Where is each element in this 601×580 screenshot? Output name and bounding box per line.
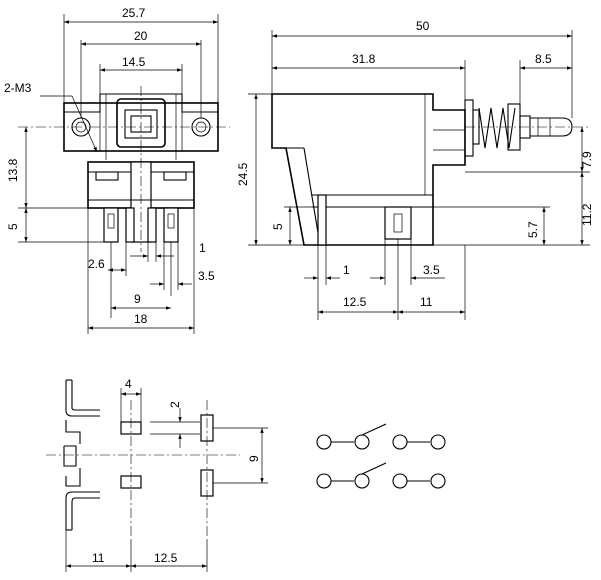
pcb-dimensions: 4 2 9 11 12.5 (65, 377, 268, 572)
dim-terminal-offset: 5.7 (526, 221, 540, 238)
dim-pin-span: 18 (134, 312, 148, 326)
dim-plunger-height: 7.9 (580, 151, 594, 168)
dim-row-offset: 12.5 (154, 551, 178, 565)
dim-pin-pitch: 9 (134, 292, 141, 306)
switch-pole-1 (316, 423, 446, 450)
dim-body-height: 24.5 (236, 162, 250, 186)
mount-hole-label: 2-M3 (4, 81, 32, 95)
dim-height-lower: 5 (6, 223, 20, 230)
dim-pin-thickness: 1 (199, 241, 206, 255)
switch-schematic (316, 423, 446, 489)
pcb-bracket-outline (63, 379, 100, 531)
mounting-flange (63, 93, 219, 160)
dim-plunger-length: 8.5 (535, 52, 552, 66)
terminals (103, 207, 179, 243)
dim-height-upper: 13.8 (6, 158, 20, 182)
dim-side-pin-position: 12.5 (343, 295, 367, 309)
dim-pad-pitch-y: 9 (247, 455, 261, 462)
side-plunger (464, 99, 573, 157)
dim-pad-pitch-x: 4 (125, 377, 132, 391)
pcb-layout-view: 4 2 9 11 12.5 (46, 377, 268, 572)
pcb-pads (120, 414, 214, 497)
dim-edge-offset: 11 (92, 551, 105, 565)
side-right-dimensions: 7.9 11.2 5.7 (433, 126, 594, 246)
front-top-dimensions: 25.7 20 14.5 (63, 6, 219, 118)
dim-inner-width: 14.5 (122, 55, 146, 69)
dim-pin-width: 3.5 (198, 269, 215, 283)
front-left-dimensions: 13.8 5 (6, 127, 104, 243)
front-bottom-dimensions: 1 2.6 3.5 9 18 (87, 208, 215, 334)
dim-terminal-height: 11.2 (580, 203, 594, 226)
dim-side-pin-width: 3.5 (423, 263, 440, 277)
switch-pole-2 (316, 462, 446, 489)
side-housing (271, 93, 466, 246)
dim-side-pin-pitch: 11 (420, 295, 433, 309)
side-left-dimensions: 24.5 5 (236, 93, 312, 246)
dim-side-pin-thickness: 1 (343, 263, 350, 277)
dim-pin-offset: 2.6 (88, 257, 105, 271)
side-top-dimensions: 50 31.8 8.5 (271, 19, 573, 118)
dim-terminal-length: 5 (271, 223, 285, 230)
front-view: 2-M3 25.7 20 14.5 13.8 5 (4, 6, 230, 334)
dim-overall-width: 25.7 (122, 6, 146, 20)
side-terminals (317, 194, 412, 246)
side-bottom-dimensions: 1 3.5 12.5 11 (304, 239, 466, 320)
dim-body-length: 31.8 (352, 52, 376, 66)
side-view: 50 31.8 8.5 24.5 5 7.9 1 (236, 19, 594, 320)
dim-pad-gap: 2 (168, 401, 182, 408)
dim-overall-length: 50 (416, 19, 430, 33)
dim-hole-pitch: 20 (134, 29, 148, 43)
